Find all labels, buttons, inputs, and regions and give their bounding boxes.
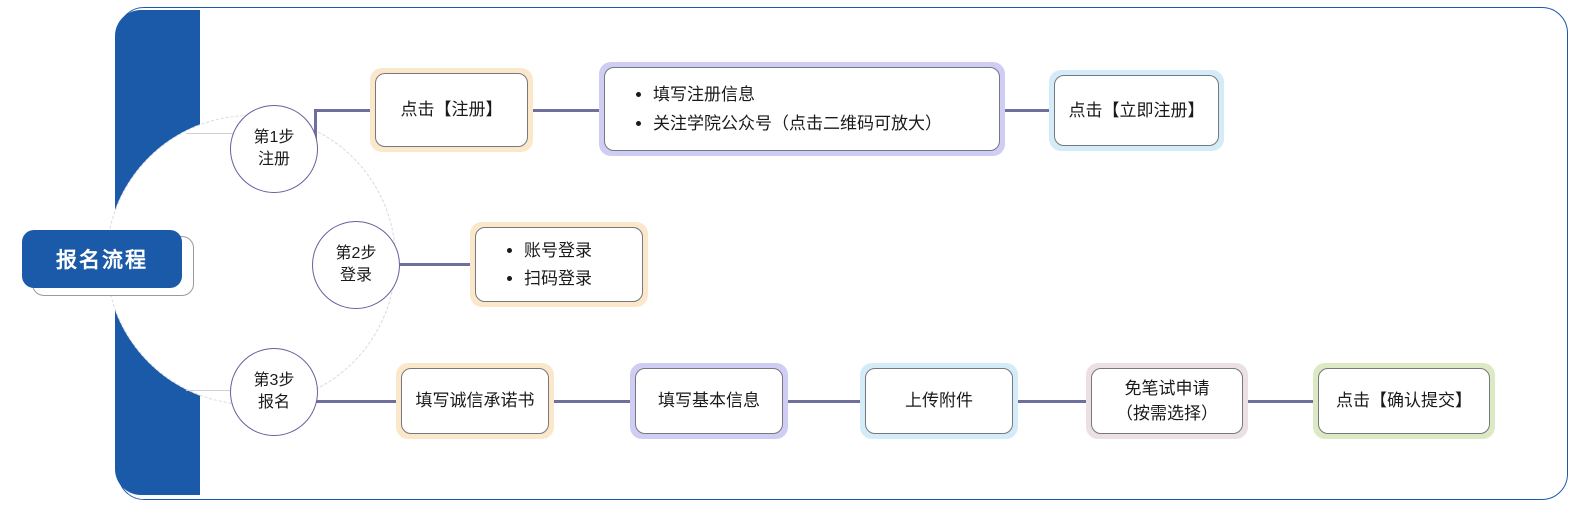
row3-node-basic-info-label: 填写基本信息 bbox=[658, 391, 760, 411]
row3-node-basic-info[interactable]: 填写基本信息 bbox=[630, 363, 788, 439]
row3-node-exam-waiver-line2: （按需选择） bbox=[1116, 404, 1218, 423]
row3-connector-2 bbox=[788, 400, 862, 403]
step-1-title: 注册 bbox=[257, 151, 290, 168]
row3-node-commitment-label: 填写诚信承诺书 bbox=[415, 391, 535, 411]
row2-node-login-options[interactable]: 账号登录 扫码登录 bbox=[470, 222, 648, 307]
row1-bullet-list: 填写注册信息 关注学院公众号（点击二维码可放大） bbox=[635, 79, 942, 139]
circle-to-step3-connector bbox=[186, 390, 234, 392]
row3-node-commitment[interactable]: 填写诚信承诺书 bbox=[396, 363, 554, 439]
row1-node-fill-info-inner: 填写注册信息 关注学院公众号（点击二维码可放大） bbox=[604, 67, 1000, 151]
row3-node-exam-waiver[interactable]: 免笔试申请 （按需选择） bbox=[1086, 363, 1248, 439]
row1-node-click-register-inner: 点击【注册】 bbox=[375, 73, 528, 147]
step3-to-box1-connector bbox=[314, 400, 398, 403]
step-3-title: 报名 bbox=[257, 394, 290, 411]
row1-connector-2 bbox=[1005, 109, 1051, 112]
step1-row1-vertical-connector bbox=[314, 109, 317, 145]
step-1-number: 第1步 bbox=[253, 129, 295, 147]
row3-connector-3 bbox=[1018, 400, 1088, 403]
row3-connector-4 bbox=[1248, 400, 1320, 403]
step-2-title: 登录 bbox=[339, 267, 372, 284]
step-3-number: 第3步 bbox=[253, 372, 295, 390]
step2-to-login-connector bbox=[396, 263, 476, 266]
row1-node-submit-register-label: 点击【立即注册】 bbox=[1068, 100, 1205, 120]
row3-node-exam-waiver-inner: 免笔试申请 （按需选择） bbox=[1091, 368, 1243, 434]
step-circle-1[interactable]: 第1步 注册 bbox=[230, 105, 318, 193]
step1-to-box1-connector bbox=[314, 109, 372, 112]
row3-node-confirm-submit-inner: 点击【确认提交】 bbox=[1318, 368, 1490, 434]
row2-node-login-options-inner: 账号登录 扫码登录 bbox=[475, 227, 643, 302]
row3-node-confirm-submit-label: 点击【确认提交】 bbox=[1336, 391, 1472, 411]
row2-bullet-list: 账号登录 扫码登录 bbox=[506, 235, 592, 295]
row3-connector-1 bbox=[554, 400, 632, 403]
row1-bullet-item-1: 填写注册信息 bbox=[653, 82, 942, 108]
row1-node-submit-register[interactable]: 点击【立即注册】 bbox=[1049, 70, 1224, 151]
row1-node-fill-info[interactable]: 填写注册信息 关注学院公众号（点击二维码可放大） bbox=[599, 62, 1005, 156]
row3-node-upload[interactable]: 上传附件 bbox=[860, 363, 1018, 439]
row3-node-basic-info-inner: 填写基本信息 bbox=[635, 368, 783, 434]
row1-node-submit-register-inner: 点击【立即注册】 bbox=[1054, 75, 1219, 146]
row1-node-click-register-label: 点击【注册】 bbox=[400, 100, 503, 120]
row3-node-exam-waiver-line1: 免笔试申请 bbox=[1124, 378, 1210, 398]
row3-node-upload-inner: 上传附件 bbox=[865, 368, 1013, 434]
step-circle-2[interactable]: 第2步 登录 bbox=[312, 221, 400, 309]
root-label: 报名流程 bbox=[22, 230, 182, 288]
row2-bullet-item-2: 扫码登录 bbox=[524, 266, 592, 292]
row1-bullet-item-2: 关注学院公众号（点击二维码可放大） bbox=[653, 111, 942, 137]
row3-node-upload-label: 上传附件 bbox=[905, 391, 973, 411]
row2-bullet-item-1: 账号登录 bbox=[524, 238, 592, 264]
circle-to-step1-connector bbox=[186, 133, 234, 135]
step-2-number: 第2步 bbox=[335, 245, 377, 263]
row3-node-commitment-inner: 填写诚信承诺书 bbox=[401, 368, 549, 434]
row1-node-click-register[interactable]: 点击【注册】 bbox=[370, 68, 533, 152]
row1-connector-1 bbox=[533, 109, 601, 112]
row3-node-confirm-submit[interactable]: 点击【确认提交】 bbox=[1313, 363, 1495, 439]
step-circle-3[interactable]: 第3步 报名 bbox=[230, 348, 318, 436]
